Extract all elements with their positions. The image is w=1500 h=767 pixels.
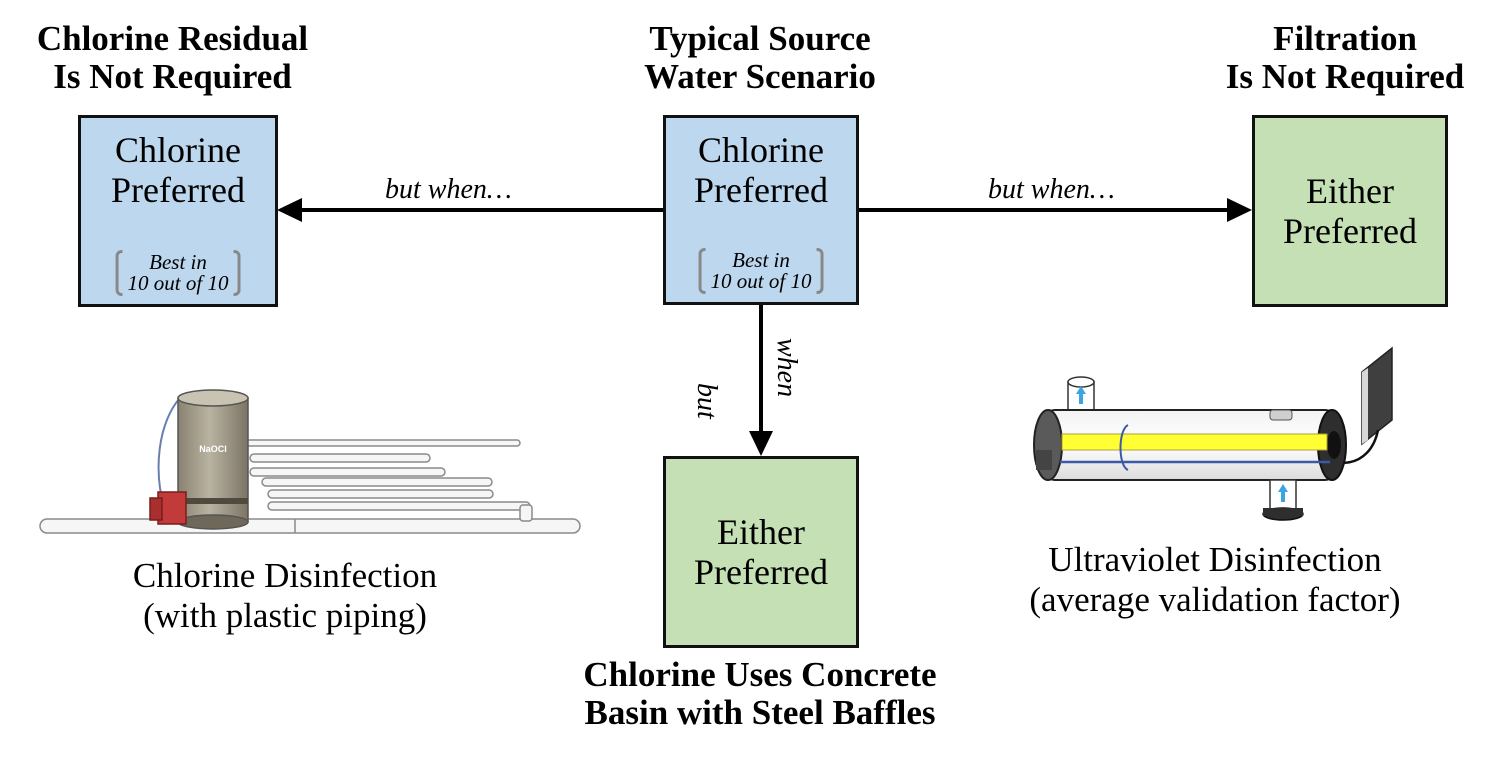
caption-line: (average validation factor): [1029, 580, 1401, 619]
tank-label: NaOCl: [199, 444, 227, 454]
box-main-text: Either Preferred: [1283, 171, 1417, 251]
arrow-label-left: but when…: [385, 174, 512, 205]
heading-concrete-basin: Chlorine Uses Concrete Basin with Steel …: [540, 656, 980, 732]
caption-uv-disinfection: Ultraviolet Disinfection (average valida…: [995, 540, 1435, 620]
arrow-down: [749, 305, 773, 456]
box-line: Either: [1306, 171, 1394, 211]
heading-typical-source: Typical Source Water Scenario: [600, 20, 920, 96]
heading-line: Chlorine Uses Concrete: [583, 655, 937, 694]
box-line: Chlorine: [698, 130, 824, 170]
note-line: Best in: [732, 248, 790, 272]
bracket-right: [233, 250, 241, 296]
bracket-left: [698, 248, 706, 294]
heading-filtration: Filtration Is Not Required: [1200, 20, 1490, 96]
box-line: Either: [717, 512, 805, 552]
uv-reactor-illustration: [1033, 346, 1393, 521]
best-in-note: Best in 10 out of 10: [697, 248, 826, 294]
heading-line: Typical Source: [649, 19, 871, 58]
caption-chlorine-disinfection: Chlorine Disinfection (with plastic pipi…: [60, 556, 510, 636]
heading-line: Is Not Required: [1225, 57, 1465, 96]
heading-chlorine-residual: Chlorine Residual Is Not Required: [10, 20, 335, 96]
arrow-label-down-but: but: [691, 383, 722, 419]
best-in-note: Best in 10 out of 10: [114, 250, 243, 296]
heading-line: Basin with Steel Baffles: [584, 693, 936, 732]
chlorine-system-illustration: NaOCl: [39, 389, 581, 534]
caption-line: (with plastic piping): [143, 596, 427, 635]
box-line: Preferred: [694, 552, 828, 592]
arrow-label-down-when: when: [771, 338, 802, 398]
box-line: Preferred: [694, 170, 828, 210]
box-filtration: Either Preferred: [1252, 115, 1448, 307]
box-line: Preferred: [111, 170, 245, 210]
bracket-right: [816, 248, 824, 294]
note-line: 10 out of 10: [127, 271, 229, 295]
box-chlorine-residual: Chlorine Preferred Best in 10 out of 10: [78, 115, 278, 307]
box-line: Preferred: [1283, 211, 1417, 251]
box-main-text: Either Preferred: [694, 512, 828, 592]
box-line: Chlorine: [115, 130, 241, 170]
box-typical-source: Chlorine Preferred Best in 10 out of 10: [663, 115, 859, 305]
box-concrete-basin: Either Preferred: [663, 456, 859, 648]
note-line: 10 out of 10: [710, 269, 812, 293]
caption-line: Ultraviolet Disinfection: [1048, 540, 1382, 579]
heading-line: Chlorine Residual: [36, 19, 309, 58]
caption-line: Chlorine Disinfection: [132, 556, 438, 595]
bracket-left: [115, 250, 123, 296]
arrow-right: [858, 198, 1252, 222]
arrow-left: [277, 198, 663, 222]
heading-line: Water Scenario: [644, 57, 876, 96]
heading-line: Filtration: [1273, 19, 1417, 58]
heading-line: Is Not Required: [53, 57, 292, 96]
arrow-label-right: but when…: [988, 174, 1115, 205]
box-main-text: Chlorine Preferred: [111, 130, 245, 210]
note-line: Best in: [149, 250, 207, 274]
box-main-text: Chlorine Preferred: [694, 130, 828, 210]
